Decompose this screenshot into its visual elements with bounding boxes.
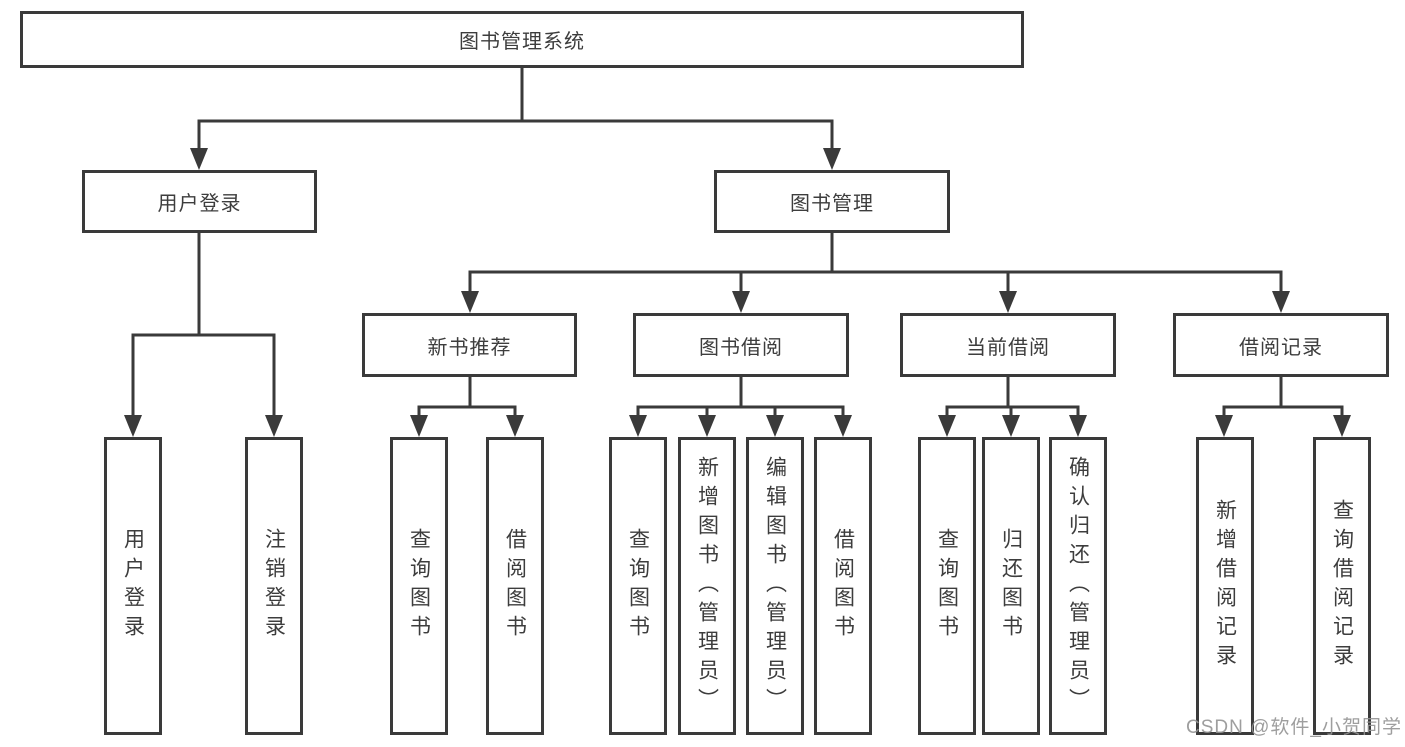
node-book-management: 图书管理 bbox=[714, 170, 950, 233]
node-borrow-records: 借阅记录 bbox=[1173, 313, 1389, 377]
leaf-borrow-books: 借阅图书 bbox=[814, 437, 872, 735]
leaf-add-borrow-record-label: 新增借阅记录 bbox=[1213, 499, 1237, 673]
leaf-edit-books-admin-label: 编辑图书（管理员） bbox=[763, 455, 787, 717]
node-root-label: 图书管理系统 bbox=[459, 31, 585, 53]
watermark: CSDN @软件_小贺同学 bbox=[1186, 717, 1402, 738]
leaf-edit-books-admin: 编辑图书（管理员） bbox=[746, 437, 804, 735]
leaf-current-query-books: 查询图书 bbox=[918, 437, 976, 735]
leaf-recommend-borrow-books: 借阅图书 bbox=[486, 437, 544, 735]
arrowhead-icons bbox=[124, 148, 1351, 437]
leaf-current-query-books-label: 查询图书 bbox=[935, 528, 959, 644]
leaf-return-books-label: 归还图书 bbox=[999, 528, 1023, 644]
leaf-confirm-return-admin-label: 确认归还（管理员） bbox=[1066, 455, 1090, 717]
node-book-borrow-label: 图书借阅 bbox=[699, 336, 783, 359]
node-new-book-recommend-label: 新书推荐 bbox=[427, 336, 512, 359]
node-current-borrow-label: 当前借阅 bbox=[966, 336, 1050, 359]
leaf-query-borrow-record: 查询借阅记录 bbox=[1313, 437, 1371, 735]
leaf-borrow-books-label: 借阅图书 bbox=[831, 528, 855, 644]
leaf-borrow-query-books-label: 查询图书 bbox=[626, 528, 650, 644]
leaf-logout-label: 注销登录 bbox=[262, 528, 286, 644]
leaf-add-books-admin-label: 新增图书（管理员） bbox=[695, 455, 719, 717]
leaf-add-books-admin: 新增图书（管理员） bbox=[678, 437, 736, 735]
node-book-management-label: 图书管理 bbox=[790, 193, 874, 215]
node-root: 图书管理系统 bbox=[20, 11, 1024, 68]
leaf-user-login: 用户登录 bbox=[104, 437, 162, 735]
leaf-user-login-label: 用户登录 bbox=[121, 528, 145, 644]
leaf-confirm-return-admin: 确认归还（管理员） bbox=[1049, 437, 1107, 735]
leaf-recommend-query-books: 查询图书 bbox=[390, 437, 448, 735]
leaf-query-borrow-record-label: 查询借阅记录 bbox=[1330, 499, 1354, 673]
node-current-borrow: 当前借阅 bbox=[900, 313, 1116, 377]
node-user-login-label: 用户登录 bbox=[157, 193, 242, 215]
leaf-recommend-query-books-label: 查询图书 bbox=[407, 528, 431, 644]
leaf-return-books: 归还图书 bbox=[982, 437, 1040, 735]
node-borrow-records-label: 借阅记录 bbox=[1239, 336, 1323, 359]
node-user-login: 用户登录 bbox=[82, 170, 317, 233]
leaf-add-borrow-record: 新增借阅记录 bbox=[1196, 437, 1254, 735]
node-new-book-recommend: 新书推荐 bbox=[362, 313, 577, 377]
leaf-borrow-query-books: 查询图书 bbox=[609, 437, 667, 735]
leaf-logout: 注销登录 bbox=[245, 437, 303, 735]
node-book-borrow: 图书借阅 bbox=[633, 313, 849, 377]
leaf-recommend-borrow-books-label: 借阅图书 bbox=[503, 528, 527, 644]
